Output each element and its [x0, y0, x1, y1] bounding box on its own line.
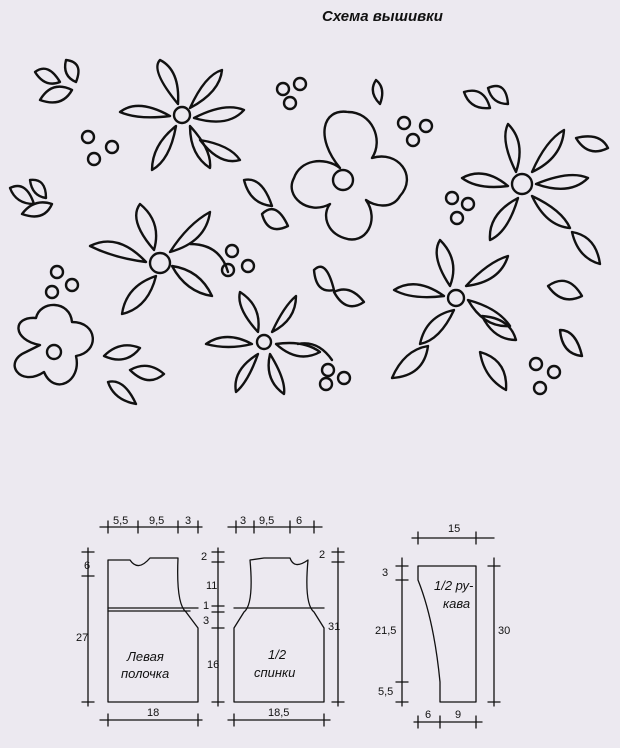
sleeve-left-height-2: 21,5 — [375, 625, 396, 637]
back-label-line-2: спинки — [254, 665, 295, 680]
flower-six-petal-bottom-right — [390, 238, 584, 392]
front-top-width-3: 3 — [185, 515, 191, 527]
front-bottom-width: 18 — [147, 707, 159, 719]
leaf-pair-top-left — [33, 58, 80, 104]
front-label-line-2: полочка — [121, 666, 169, 681]
sleeve-label-line-2: кава — [443, 596, 470, 611]
flower-five-petal-mid-left — [88, 202, 230, 316]
back-top-width-3: 6 — [296, 515, 302, 527]
back-bottom-width: 18,5 — [268, 707, 289, 719]
patterns — [81, 520, 501, 729]
pattern-front — [81, 520, 225, 727]
flower-six-petal-right — [460, 122, 610, 266]
leaf-pair-top-right — [462, 84, 510, 110]
dots-cluster-bottom-right — [528, 356, 562, 396]
pattern-back — [227, 520, 345, 727]
dots-cluster-left — [80, 129, 120, 167]
pattern-sleeve — [395, 531, 501, 729]
front-right-height-4: 3 — [203, 615, 209, 627]
leaf-pair-left — [8, 178, 54, 218]
sleeve-label-line-1: 1/2 ру- — [434, 578, 474, 593]
pattern-texts: 5,5 9,5 3 6 27 2 11 1 3 16 18 Левая поло… — [76, 515, 510, 721]
dots-single — [371, 78, 384, 106]
flower-four-petal-lower-left — [13, 303, 166, 406]
dots-cluster-mid — [220, 243, 256, 278]
sleeve-left-height-1: 3 — [382, 567, 388, 579]
front-right-height-2: 11 — [206, 580, 217, 592]
front-right-height-1: 2 — [201, 551, 207, 563]
back-top-width-1: 3 — [240, 515, 246, 527]
embroidery-motifs — [8, 58, 610, 406]
front-top-width-1: 5,5 — [113, 515, 128, 527]
front-left-height-2: 27 — [76, 632, 88, 644]
dots-cluster-right — [444, 190, 476, 226]
dots-cluster-top — [275, 76, 308, 111]
back-right-height-2: 31 — [328, 621, 340, 633]
flower-six-petal-top — [118, 58, 246, 172]
sleeve-bottom-width-1: 6 — [425, 709, 431, 721]
back-top-width-2: 9,5 — [259, 515, 274, 527]
sleeve-bottom-width-2: 9 — [455, 709, 461, 721]
front-label-line-1: Левая — [126, 649, 164, 664]
sleeve-left-height-3: 5,5 — [378, 686, 393, 698]
sleeve-top-width: 15 — [448, 523, 460, 535]
front-right-height-3: 1 — [203, 600, 209, 612]
dots-cluster-lower-left — [44, 264, 80, 300]
sleeve-right-height: 30 — [498, 625, 510, 637]
front-left-height-1: 6 — [84, 560, 90, 572]
flower-six-petal-bottom — [204, 265, 366, 396]
dots-cluster-bottom-center — [318, 362, 352, 392]
page-title: Схема вышивки — [322, 8, 443, 25]
dots-cluster-center — [396, 115, 434, 148]
back-right-height-1: 2 — [319, 549, 325, 561]
back-label-line-1: 1/2 — [268, 647, 287, 662]
leaf-pair-center — [242, 178, 290, 231]
flower-five-petal-large — [290, 110, 409, 241]
front-right-height-5: 16 — [207, 659, 219, 671]
front-top-width-2: 9,5 — [149, 515, 164, 527]
